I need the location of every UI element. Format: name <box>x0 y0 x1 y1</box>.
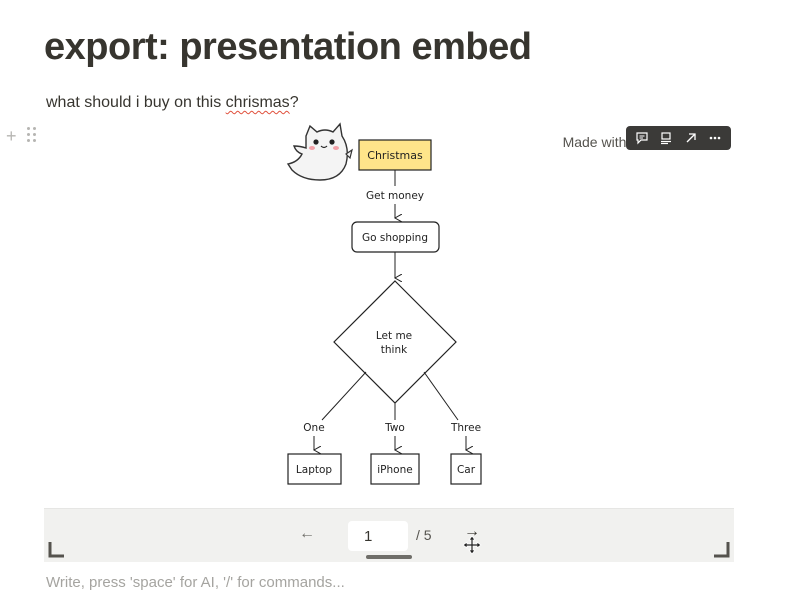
presentation-embed[interactable]: Christmas Get money Go shopping Let me t… <box>44 118 734 562</box>
prev-slide-button[interactable]: ← <box>299 525 315 542</box>
edge-one-label: One <box>303 422 324 434</box>
edge-get-money-label: Get money <box>366 190 424 202</box>
open-external-icon[interactable] <box>681 128 701 148</box>
misspelled-word: chrismas <box>225 94 290 111</box>
current-slide-input[interactable] <box>348 521 408 551</box>
node-christmas-label: Christmas <box>367 149 423 162</box>
node-laptop <box>287 453 342 485</box>
move-cursor-icon <box>462 535 482 555</box>
comment-icon[interactable] <box>632 128 652 148</box>
node-go-shopping-label: Go shopping <box>362 232 428 244</box>
question-text[interactable]: what should i buy on this chrismas? <box>46 94 299 112</box>
edge-two-label: Two <box>384 422 405 434</box>
next-slide-button[interactable]: → <box>464 523 480 540</box>
node-car <box>450 453 482 485</box>
node-decision <box>333 280 457 404</box>
edge-three-label: Three <box>450 422 481 434</box>
page-title: export: presentation embed <box>44 26 532 68</box>
node-laptop-label: Laptop <box>296 464 332 476</box>
add-block-icon[interactable]: + <box>6 126 17 146</box>
node-christmas <box>358 139 432 171</box>
ghost-mascot-icon <box>286 122 353 181</box>
slide-total: / 5 <box>416 527 432 543</box>
question-prefix: what should i buy on this <box>46 94 226 111</box>
question-suffix: ? <box>289 94 299 111</box>
resize-corner-bottom-left[interactable] <box>48 540 66 558</box>
resize-corner-bottom-right[interactable] <box>712 540 730 558</box>
scrollbar-thumb[interactable] <box>366 555 412 559</box>
node-iphone <box>370 453 420 485</box>
decision-label-line2: think <box>381 344 408 356</box>
drag-handle-icon[interactable] <box>27 127 39 143</box>
caption-icon[interactable] <box>656 128 676 148</box>
node-car-label: Car <box>457 464 476 476</box>
new-block-placeholder[interactable]: Write, press 'space' for AI, '/' for com… <box>46 574 345 591</box>
node-iphone-label: iPhone <box>377 464 412 476</box>
decision-label-line1: Let me <box>376 330 412 342</box>
slide-canvas: Christmas Get money Go shopping Let me t… <box>44 118 734 508</box>
presentation-pager: ← / 5 → <box>44 508 734 562</box>
embed-toolbar <box>626 126 731 150</box>
more-icon[interactable] <box>705 128 725 148</box>
flowchart-diagram: Christmas Get money Go shopping Let me t… <box>286 122 482 485</box>
